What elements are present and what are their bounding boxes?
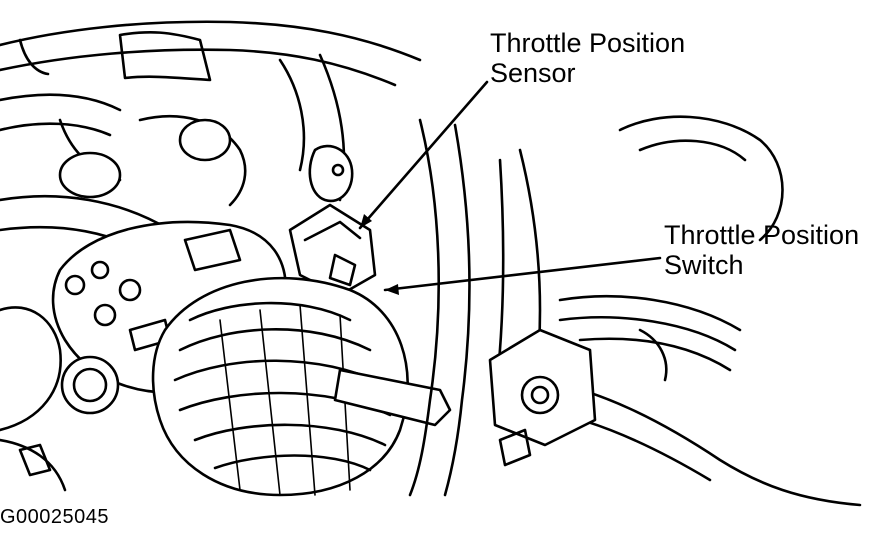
boot-clamp xyxy=(333,368,452,427)
tps-connector xyxy=(288,144,377,297)
figure-code: G00025045 xyxy=(0,506,110,528)
left-pipes xyxy=(0,114,247,257)
right-bracket xyxy=(488,328,597,467)
intake-boot xyxy=(151,276,409,497)
lower-left-parts xyxy=(0,306,120,492)
tps-sensor-callout: Throttle Position Sensor xyxy=(490,28,685,88)
tps-sensor-label-line1: Throttle Position xyxy=(490,28,686,58)
tps-switch-label-line2: Switch xyxy=(664,250,744,280)
tps-switch-label-line1: Throttle Position xyxy=(664,220,860,250)
upper-hoses xyxy=(0,20,422,202)
tps-sensor-label-line2: Sensor xyxy=(490,58,576,88)
leader-lines xyxy=(358,80,662,295)
right-hoses xyxy=(408,115,862,507)
tps-switch-callout: Throttle Position Switch xyxy=(664,220,859,280)
